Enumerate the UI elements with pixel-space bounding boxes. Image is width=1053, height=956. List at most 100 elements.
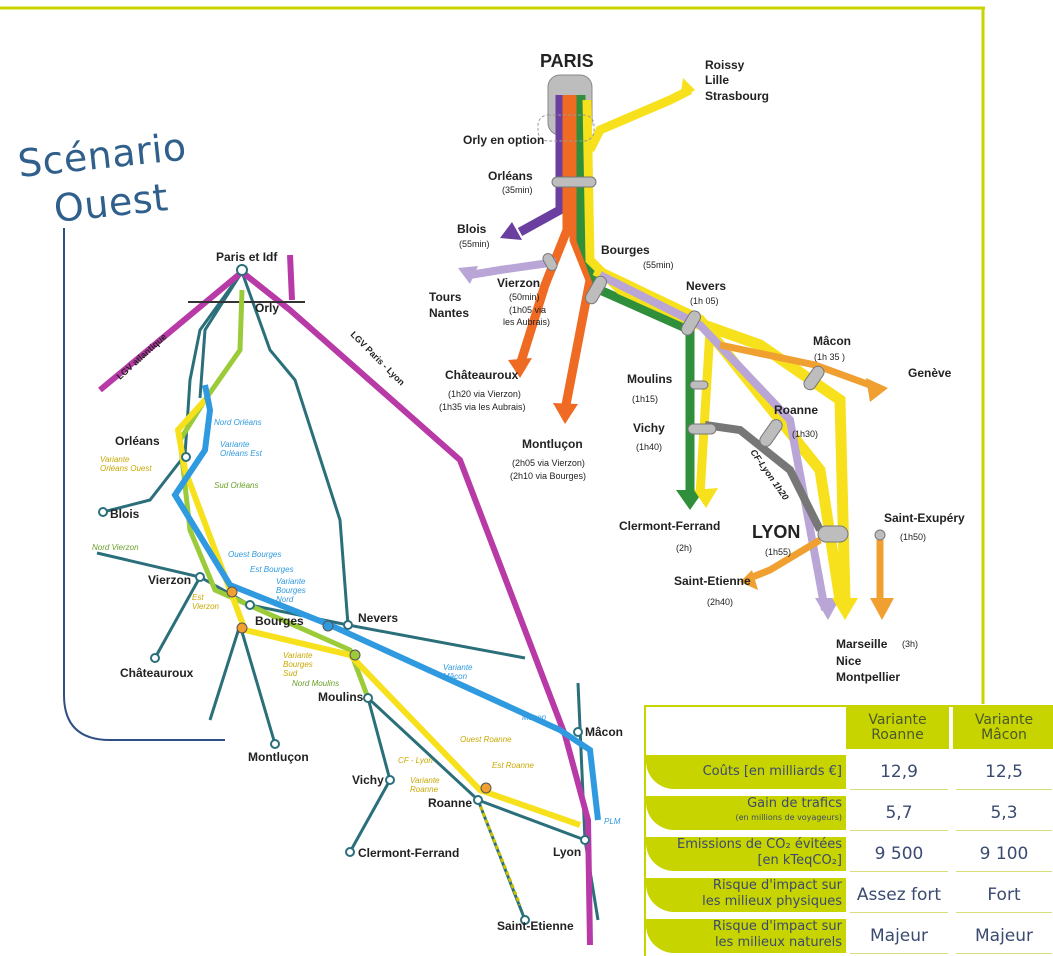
station-clermont xyxy=(345,847,355,857)
table-cell: Assez fort xyxy=(850,878,948,913)
station-vierzon xyxy=(195,572,205,582)
capsule-orleans xyxy=(551,176,597,188)
label-tours: Tours xyxy=(429,290,462,304)
label-roanne-r: Roanne xyxy=(774,403,818,417)
header-line: Variante xyxy=(868,712,927,728)
label-roanne: Roanne xyxy=(428,796,472,810)
label-paris-r: PARIS xyxy=(540,51,594,71)
row-label: Coûts [en milliards €] xyxy=(646,755,846,789)
teal-line-chateauroux xyxy=(153,576,202,659)
line-yellow-macon xyxy=(688,314,851,601)
teal-line-montlucon xyxy=(238,624,277,745)
label-bourges-time: (55min) xyxy=(643,260,674,270)
line-orange-stetienne xyxy=(748,536,822,582)
station-bourges xyxy=(245,600,255,610)
label-orly-option: Orly en option xyxy=(463,133,544,147)
label-orly: Orly xyxy=(255,301,279,315)
row-label: Emissions de CO₂ évitées[en kTeqCO₂] xyxy=(646,837,846,871)
station-orleans xyxy=(181,452,191,462)
label-nice: Nice xyxy=(836,654,862,668)
table-cell: 9 100 xyxy=(956,837,1052,872)
capsule-macon xyxy=(803,365,825,391)
label-plm: PLM xyxy=(604,817,621,826)
line-orange-geneve xyxy=(719,341,872,389)
label-orleans-r: Orléans xyxy=(488,169,533,183)
station-bourges-variant xyxy=(236,622,248,634)
table-cell: Majeur xyxy=(956,919,1052,954)
label-nevers-r: Nevers xyxy=(686,279,726,293)
capsule-vichy xyxy=(687,423,717,435)
row-label-main: Coûts [en milliards €] xyxy=(702,764,842,779)
label-montlucon: Montluçon xyxy=(248,750,309,764)
station-moulins xyxy=(363,693,373,703)
label-montlucon-time-2: (2h10 via Bourges) xyxy=(510,471,586,481)
header-line: Mâcon xyxy=(981,727,1027,743)
station-stetienne xyxy=(520,915,530,925)
capsule-stexupery xyxy=(874,529,886,541)
label-vierzon-r: Vierzon xyxy=(497,276,540,290)
label-lgv-paris-lyon: LGV Paris - Lyon xyxy=(349,329,407,387)
label-vichy-r: Vichy xyxy=(633,421,665,435)
label-stexupery-time: (1h50) xyxy=(900,532,926,542)
header-line: Variante xyxy=(974,712,1034,728)
label-montlucon-r: Montluçon xyxy=(522,437,583,451)
label-clermont: Clermont-Ferrand xyxy=(358,846,459,860)
label-bourges-r: Bourges xyxy=(601,243,650,257)
label-chateauroux-time-1: (1h20 via Vierzon) xyxy=(448,389,521,399)
label-roanne-time: (1h30) xyxy=(792,429,818,439)
table-cell: 9 500 xyxy=(850,837,948,872)
capsule-bourges xyxy=(585,275,607,305)
row-label-sub: (en millions de voyageurs) xyxy=(735,813,842,822)
label-sud-orleans: Sud Orléans xyxy=(214,481,258,490)
label-nevers-time: (1h 05) xyxy=(690,296,719,306)
station-roanne xyxy=(473,795,483,805)
blue-line xyxy=(171,384,601,821)
station-nevers xyxy=(343,620,353,630)
station-vichy xyxy=(385,775,395,785)
label-macon-r: Mâcon xyxy=(813,334,851,348)
label-chateauroux: Châteauroux xyxy=(120,666,194,680)
label-vierzon-time-1: (50min) xyxy=(509,292,540,302)
row-label-main: Risque d'impact sur xyxy=(712,878,842,893)
label-lille: Lille xyxy=(705,73,729,87)
table-cell: Fort xyxy=(956,878,1052,913)
teal-line-roanne xyxy=(366,696,586,842)
label-stetienne: Saint-Etienne xyxy=(497,919,574,933)
label-stetienne-r: Saint-Etienne xyxy=(674,574,751,588)
station-nord-moulins xyxy=(349,649,361,661)
label-montlucon-time-1: (2h05 via Vierzon) xyxy=(512,458,585,468)
label-vichy-time: (1h40) xyxy=(636,442,662,452)
orly-option-capsule xyxy=(537,114,595,142)
label-cf-lyon: CF - Lyon xyxy=(398,756,433,765)
station-est-roanne xyxy=(480,782,492,794)
station-nevers-variant xyxy=(322,620,334,632)
label-est-roanne: Est Roanne xyxy=(492,761,534,770)
yellow-line xyxy=(174,397,581,828)
label-est-bourges: Est Bourges xyxy=(250,565,294,574)
label-clermont-time: (2h) xyxy=(676,543,692,553)
label-montpellier: Montpellier xyxy=(836,670,900,684)
capsule-nevers xyxy=(681,310,701,336)
station-blois xyxy=(98,507,108,517)
label-strasbourg: Strasbourg xyxy=(705,89,769,103)
line-purple xyxy=(517,95,565,236)
lgv-magenta-north xyxy=(287,254,295,301)
label-vierzon: Vierzon xyxy=(148,573,191,587)
station-lyon xyxy=(580,835,590,845)
label-bourges: Bourges xyxy=(255,614,304,628)
label-moulins-r: Moulins xyxy=(627,372,673,386)
header-line: Roanne xyxy=(871,727,924,743)
row-label-sub: [en kTeqCO₂] xyxy=(757,853,842,868)
label-vierzon-time-2: (1h05 via xyxy=(509,305,546,315)
teal-line-west xyxy=(102,271,244,514)
station-paris xyxy=(236,264,248,276)
line-lavender xyxy=(598,271,829,611)
label-ouest-bourges: Ouest Bourges xyxy=(228,550,281,559)
